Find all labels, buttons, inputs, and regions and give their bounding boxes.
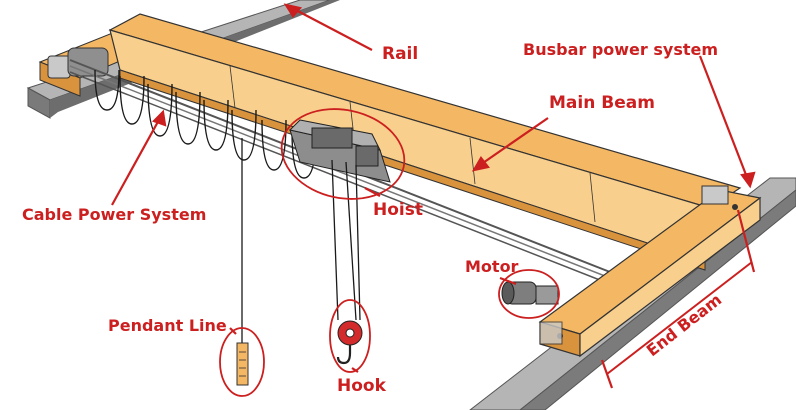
hook-circle (329, 299, 371, 373)
hook-assembly (331, 159, 363, 365)
pendant-circle (219, 327, 265, 397)
label-busbar: Busbar power system (523, 40, 718, 59)
label-main-beam: Main Beam (549, 93, 655, 113)
label-hoist: Hoist (373, 200, 423, 220)
annotation-ellipses (219, 108, 560, 397)
pendant-line (236, 138, 249, 386)
hoist (289, 119, 391, 183)
label-rail: Rail (382, 44, 418, 64)
motor (501, 281, 559, 305)
label-cable-power: Cable Power System (22, 205, 206, 224)
label-motor: Motor (465, 257, 519, 276)
label-pendant-line: Pendant Line (108, 316, 227, 335)
main-beam (108, 13, 742, 271)
motor-circle (498, 269, 560, 319)
annotation-lines (111, 3, 756, 389)
label-hook: Hook (337, 376, 387, 396)
hoist-circle (280, 108, 406, 200)
near-end-beam (538, 185, 762, 358)
